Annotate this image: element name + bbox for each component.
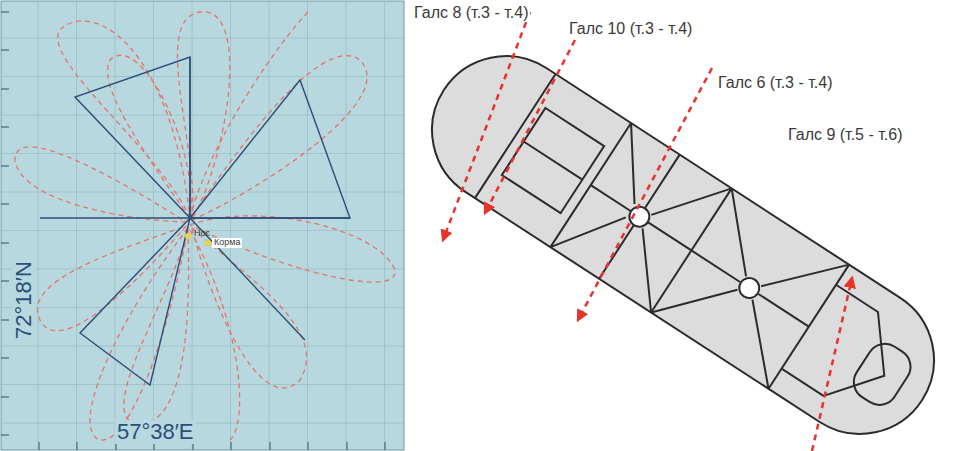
point-label: Нос bbox=[192, 229, 212, 239]
map-panel bbox=[1, 1, 404, 450]
bow-dot bbox=[185, 233, 191, 239]
tack-label: Галс 8 (т.3 - т.4) bbox=[412, 4, 530, 22]
point-label: Корма bbox=[212, 238, 242, 248]
longitude-label: 57°38′E bbox=[115, 420, 196, 444]
tack-arrows bbox=[443, 12, 852, 451]
ship-outline bbox=[404, 28, 956, 451]
tack-label: Галс 6 (т.3 - т.4) bbox=[716, 74, 834, 92]
tack-label: Галс 9 (т.5 - т.6) bbox=[786, 126, 904, 144]
stern-dot bbox=[205, 240, 211, 246]
latitude-label: 72°18′N bbox=[12, 259, 36, 341]
tack-label: Галс 10 (т.3 - т.4) bbox=[567, 20, 694, 38]
